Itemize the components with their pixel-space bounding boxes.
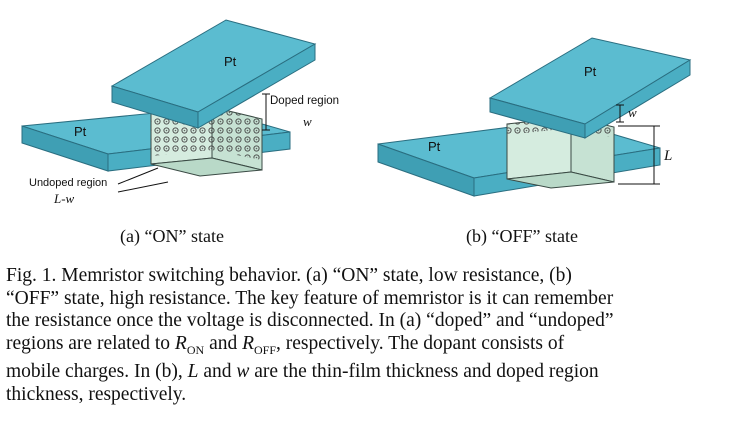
caption-line-6: thickness, respectively. bbox=[6, 383, 187, 405]
caption-line-2: “OFF” state, high resistance. The key fe… bbox=[6, 287, 614, 309]
panel-b-top-pt-label: Pt bbox=[584, 64, 597, 79]
panel-a-diagram: Pt Pt Doped region w Undoped region L-w bbox=[21, 19, 339, 206]
figure-caption: Fig. 1. Memristor switching behavior. (a… bbox=[6, 265, 722, 406]
panel-a-sublabel: (a) “ON” state bbox=[120, 226, 224, 246]
r-on-sub: ON bbox=[186, 342, 205, 357]
panel-b-L-symbol: L bbox=[663, 148, 672, 164]
r-off-base: R bbox=[242, 332, 255, 354]
memristor-diagram: Pt Pt Doped region w Undoped region L-w bbox=[21, 19, 692, 206]
undoped-lw-symbol: L-w bbox=[53, 191, 75, 206]
r-on-symbol: RON bbox=[174, 332, 205, 357]
caption-line-1: Fig. 1. Memristor switching behavior. (a… bbox=[6, 265, 572, 286]
caption-line-5-post: are the thin-film thickness and doped re… bbox=[249, 361, 599, 383]
panel-b-top-electrode: Pt bbox=[488, 37, 692, 139]
doped-w-symbol: w bbox=[303, 114, 312, 129]
panel-b-w-symbol: w bbox=[628, 105, 637, 120]
panel-b-diagram: Pt Pt w L bbox=[377, 37, 692, 197]
caption-line-5: mobile charges. In (b), L and w are the … bbox=[6, 361, 722, 384]
caption-line-5-mid: and bbox=[198, 361, 237, 383]
caption-line-4-post: , respectively. The dopant consists of bbox=[276, 332, 565, 354]
caption-line-5-pre: mobile charges. In (b), bbox=[6, 361, 188, 383]
r-off-sub: OFF bbox=[254, 342, 277, 357]
panel-b-bottom-pt-label: Pt bbox=[428, 139, 441, 154]
panel-a-bottom-pt-label: Pt bbox=[74, 124, 87, 139]
undoped-pointer-line bbox=[117, 167, 159, 185]
panel-b-sublabel: (b) “OFF” state bbox=[466, 226, 578, 246]
caption-line-4-mid: and bbox=[204, 332, 243, 354]
panel-a-top-electrode: Pt bbox=[110, 19, 317, 129]
r-on-base: R bbox=[174, 332, 187, 354]
caption-line-3: the resistance once the voltage is disco… bbox=[6, 310, 614, 332]
caption-L-symbol: L bbox=[187, 361, 199, 383]
doped-region-label: Doped region bbox=[270, 95, 339, 107]
caption-w-symbol: w bbox=[236, 361, 250, 383]
caption-line-4-pre: regions are related to bbox=[6, 332, 175, 354]
panel-a-top-pt-label: Pt bbox=[224, 54, 237, 69]
undoped-region-label: Undoped region bbox=[29, 177, 107, 189]
r-off-symbol: ROFF bbox=[242, 332, 277, 357]
caption-line-4: regions are related to RON and ROFF, res… bbox=[6, 333, 722, 361]
